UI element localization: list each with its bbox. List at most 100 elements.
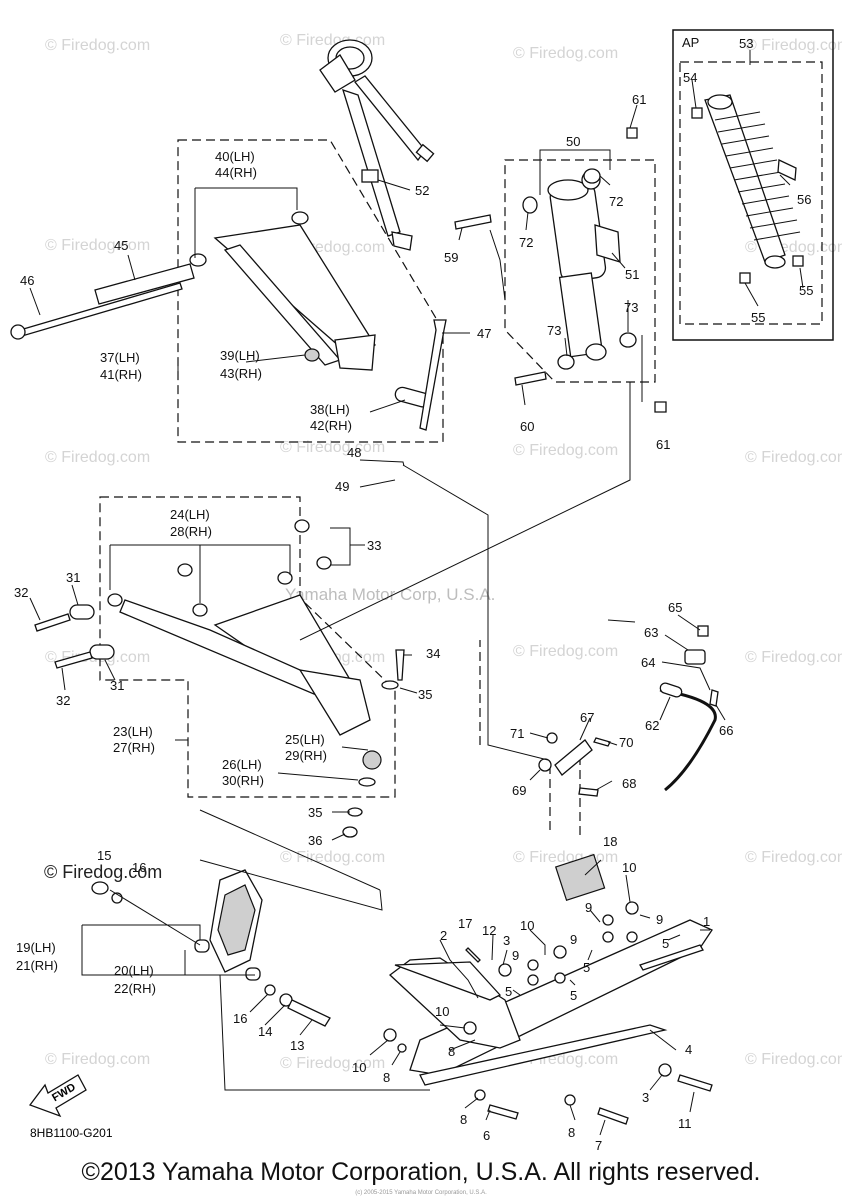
callout: 37(LH): [100, 350, 140, 365]
callout: 23(LH): [113, 724, 153, 739]
callout: 15: [97, 848, 111, 863]
callout: 59: [444, 250, 458, 265]
callout: 20(LH): [114, 963, 154, 978]
callout: 10: [435, 1004, 449, 1019]
callout: 31: [66, 570, 80, 585]
fwd-arrow-icon: FWD: [28, 1074, 87, 1118]
watermark: © Firedog.com: [280, 849, 385, 866]
leader-lines: [29, 50, 804, 1136]
callout: 62: [645, 718, 659, 733]
callout: 13: [290, 1038, 304, 1053]
yamaha-watermark: Yamaha Motor Corp, U.S.A.: [285, 585, 495, 604]
callout: 53: [739, 36, 753, 51]
callout: 32: [56, 693, 70, 708]
lower-a-arm: [34, 519, 405, 838]
callout: 36: [308, 833, 322, 848]
callout: 28(RH): [170, 524, 212, 539]
callout: 46: [20, 273, 34, 288]
callout: 7: [595, 1138, 602, 1153]
callout: 51: [625, 267, 639, 282]
callout: 27(RH): [113, 740, 155, 755]
callout: 9: [585, 900, 592, 915]
steering-column: [319, 39, 435, 251]
callout: 5: [583, 960, 590, 975]
callout: 34: [426, 646, 440, 661]
callout: 25(LH): [285, 732, 325, 747]
callout: 19(LH): [16, 940, 56, 955]
callout: 29(RH): [285, 748, 327, 763]
callout: 72: [519, 235, 533, 250]
callout: 66: [719, 723, 733, 738]
lower-arm-group: [99, 496, 396, 798]
watermark: © Firedog.com: [745, 849, 842, 866]
copyright-notice: ©2013 Yamaha Motor Corporation, U.S.A. A…: [81, 1158, 761, 1186]
callout: 14: [258, 1024, 272, 1039]
fine-print: (c) 2005-2015 Yamaha Motor Corporation, …: [355, 1190, 487, 1196]
callout: 9: [570, 932, 577, 947]
callout: 3: [642, 1090, 649, 1105]
callout: 60: [520, 419, 534, 434]
callout: 8: [383, 1070, 390, 1085]
callout: 1: [703, 914, 710, 929]
watermark: © Firedog.com: [45, 237, 150, 254]
callout-labels: 1 2 3 3 4 5 5 5 5 6 7 8 8 8 8 9 9 9 9 10…: [14, 35, 813, 1153]
callout: 21(RH): [16, 958, 58, 973]
callout: 40(LH): [215, 149, 255, 164]
watermark-dark: © Firedog.com: [44, 862, 162, 882]
callout: 70: [619, 735, 633, 750]
callout: 50: [566, 134, 580, 149]
callout: 43(RH): [220, 366, 262, 381]
callout: 5: [570, 988, 577, 1003]
callout: 71: [510, 726, 524, 741]
callout: 10: [520, 918, 534, 933]
upper-pivot-shaft: [10, 263, 195, 340]
ap-inset-group: [679, 61, 823, 325]
callout: 47: [477, 326, 491, 341]
link-leader-dashes: [479, 640, 581, 835]
callout: 42(RH): [310, 418, 352, 433]
callout: 2: [440, 928, 447, 943]
callout: 45: [114, 238, 128, 253]
watermark: © Firedog.com: [513, 45, 618, 62]
ap-inset-box: [672, 29, 834, 341]
watermark: © Firedog.com: [513, 643, 618, 660]
shock-group: [504, 159, 656, 383]
callout: 65: [668, 600, 682, 615]
watermark: © Firedog.com: [745, 37, 842, 54]
callout: 11: [678, 1116, 692, 1131]
callout: 12: [482, 923, 496, 938]
callout: 33: [367, 538, 381, 553]
callout: 64: [641, 655, 655, 670]
callout: 8: [460, 1112, 467, 1127]
callout: 44(RH): [215, 165, 257, 180]
callout: 35: [308, 805, 322, 820]
callout: 8: [568, 1125, 575, 1140]
callout: 9: [512, 948, 519, 963]
callout: 31: [110, 678, 124, 693]
ski-spindle-bracket: [91, 869, 331, 1027]
upper-arm-group: [177, 139, 444, 443]
callout: 16: [132, 860, 146, 875]
upper-a-arm: [189, 211, 431, 408]
callout: 73: [547, 323, 561, 338]
callout: 9: [656, 912, 663, 927]
callout: 18: [603, 834, 617, 849]
callout: 63: [644, 625, 658, 640]
watermark: © Firedog.com: [745, 1051, 842, 1068]
watermark: © Firedog.com: [280, 439, 385, 456]
callout: 17: [458, 916, 472, 931]
callout: 30(RH): [222, 773, 264, 788]
steering-link: [538, 625, 719, 797]
callout: 3: [503, 933, 510, 948]
callout: 26(LH): [222, 757, 262, 772]
watermark: © Firedog.com: [513, 442, 618, 459]
callout: 10: [622, 860, 636, 875]
watermark: © Firedog.com: [280, 1055, 385, 1072]
watermark: © Firedog.com: [45, 449, 150, 466]
callout: AP: [682, 35, 699, 50]
watermark: © Firedog.com: [745, 449, 842, 466]
callout: 6: [483, 1128, 490, 1143]
callout: 48: [347, 445, 361, 460]
callout: 49: [335, 479, 349, 494]
